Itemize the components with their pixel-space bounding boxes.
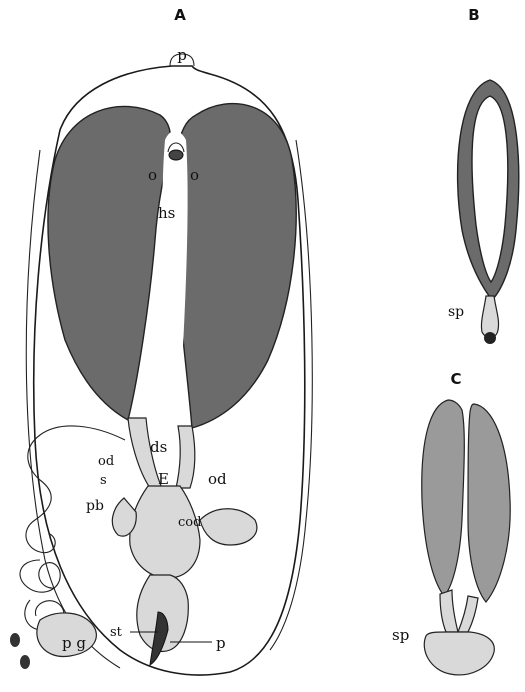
label-sp-b: sp [448, 304, 464, 320]
label-od-left: od [98, 454, 114, 469]
label-o-right: o [190, 166, 199, 184]
label-pg: p g [62, 634, 86, 652]
central-cavity [162, 131, 187, 400]
duct-c-base [424, 632, 494, 675]
duct-c-left [440, 590, 458, 632]
common-oviduct [130, 486, 200, 578]
gland-end-upper [10, 633, 20, 647]
gland-end-lower [20, 655, 30, 669]
gland-tube-upper [26, 426, 125, 553]
ovary-apex-knob [169, 150, 183, 160]
panel-a-label: A [174, 6, 186, 24]
ovary-c-right [468, 404, 510, 602]
label-ds: ds [150, 438, 167, 456]
label-pb: pb [86, 498, 104, 514]
label-p-bottom: p [216, 634, 226, 652]
duct-b [481, 296, 498, 338]
label-od-right: od [208, 470, 227, 488]
label-cod: cod [178, 515, 201, 530]
label-s: s [100, 473, 107, 488]
panel-a: A p o o hs ds od s [10, 6, 312, 675]
label-st: st [110, 625, 123, 640]
duct-c-right [458, 596, 478, 632]
duct-b-tip [484, 332, 496, 344]
panel-b: B sp [448, 6, 519, 344]
label-p-top: p [177, 46, 187, 64]
label-e: E [158, 470, 169, 488]
ovary-c-left [422, 400, 465, 596]
label-hs: hs [158, 204, 175, 222]
panel-b-label: B [468, 6, 479, 24]
label-o-left: o [148, 166, 157, 184]
label-sp-c: sp [392, 626, 409, 644]
spermatheca-duct [112, 498, 136, 536]
ovary-left [48, 106, 171, 420]
ovary-loop-b [458, 80, 519, 300]
panel-c-label: C [450, 370, 461, 388]
ovary-right [174, 104, 296, 428]
accessory-gland-right [200, 509, 257, 545]
oviduct-right [176, 426, 195, 488]
panel-c: C sp [392, 370, 510, 675]
